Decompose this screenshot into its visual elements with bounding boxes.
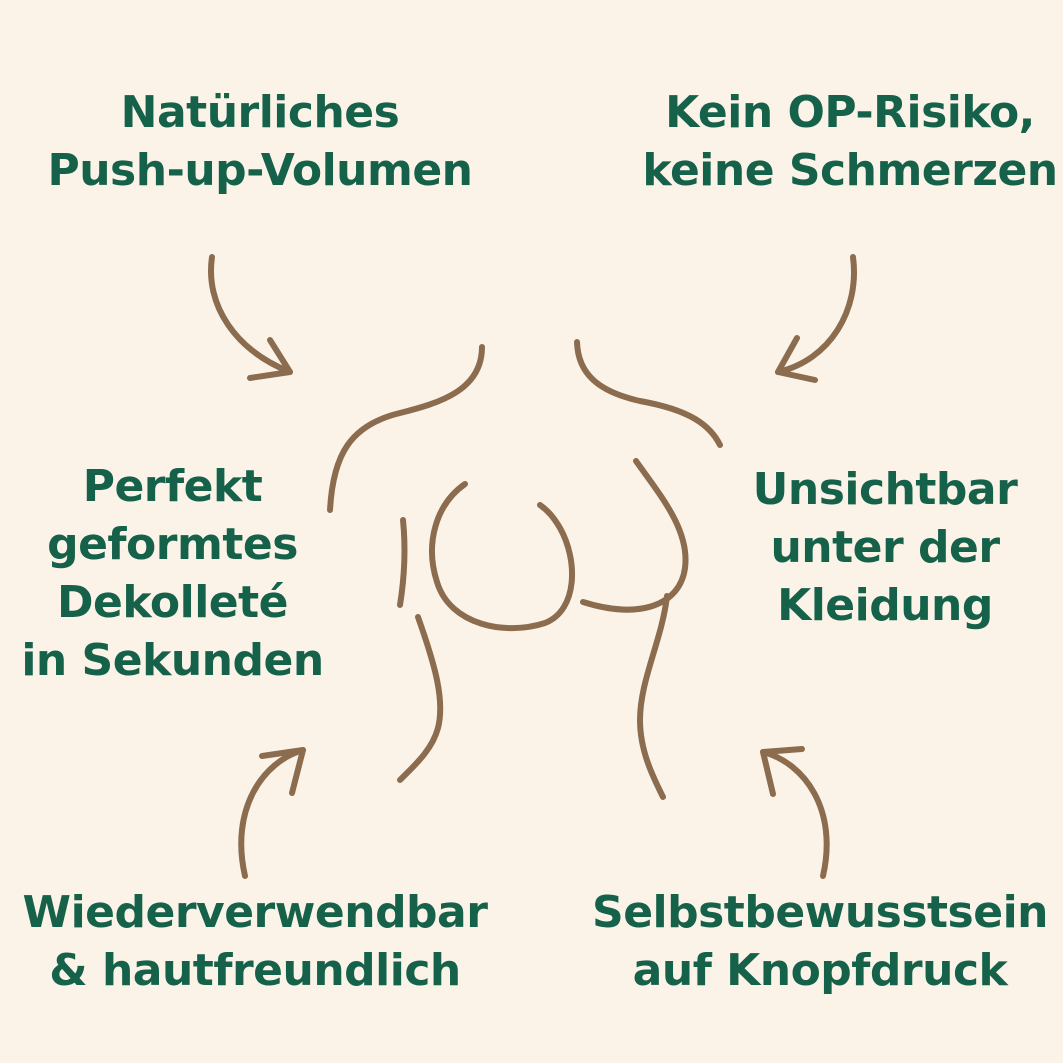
benefit-text-line: in Sekunden (21, 635, 324, 686)
benefit-no-surgery-risk: Kein OP-Risiko, keine Schmerzen (640, 84, 1060, 200)
benefit-text-line: Kein OP-Risiko, (665, 87, 1035, 138)
benefit-text-line: unter der (770, 522, 1000, 573)
arrow-top-left-shaft (208, 254, 293, 375)
waist-right-line (637, 593, 670, 800)
curved-arrow-icon (760, 746, 830, 879)
arrow-top-left-head (247, 337, 293, 381)
benefit-text-line: Natürliches (120, 87, 400, 138)
benefit-text-line: & hautfreundlich (49, 945, 461, 996)
curved-arrow-icon (775, 254, 857, 383)
curved-arrow-icon (238, 747, 306, 879)
benefit-text-line: auf Knopfdruck (632, 945, 1008, 996)
neck-left-line (327, 344, 485, 513)
benefit-text-line: Kleidung (777, 580, 993, 631)
arrow-bottom-right-head (760, 746, 805, 797)
benefit-text-line: Selbstbewusstsein (592, 887, 1049, 938)
breast-left-line (429, 481, 576, 632)
benefit-text-line: Perfekt (82, 461, 263, 512)
arrow-bottom-left-shaft (238, 747, 306, 879)
benefit-shaped-decollete: Perfekt geformtes Dekolleté in Sekunden (0, 458, 345, 690)
benefit-text-line: Unsichtbar (752, 464, 1018, 515)
arrow-top-right-shaft (775, 254, 857, 375)
arrow-bottom-right-shaft (760, 749, 830, 879)
benefit-invisible: Unsichtbar unter der Kleidung (730, 461, 1040, 635)
benefit-text-line: geformtes (47, 519, 298, 570)
benefit-text-line: keine Schmerzen (642, 145, 1058, 196)
arrow-top-right-head (775, 335, 818, 383)
arm-left-line (397, 517, 408, 608)
benefit-natural-volume: Natürliches Push-up-Volumen (20, 84, 500, 200)
breast-right-line (580, 458, 689, 613)
curved-arrow-icon (208, 254, 293, 381)
benefit-text-line: Dekolleté (56, 577, 289, 628)
benefit-reusable: Wiederverwendbar & hautfreundlich (10, 884, 500, 1000)
benefit-text-line: Push-up-Volumen (47, 145, 473, 196)
torso-line-drawing (327, 339, 723, 800)
benefit-confidence: Selbstbewusstsein auf Knopfdruck (585, 884, 1055, 1000)
neck-right-line (574, 339, 723, 448)
benefit-text-line: Wiederverwendbar (22, 887, 488, 938)
waist-left-line (397, 614, 444, 783)
arrow-bottom-left-head (259, 747, 306, 796)
